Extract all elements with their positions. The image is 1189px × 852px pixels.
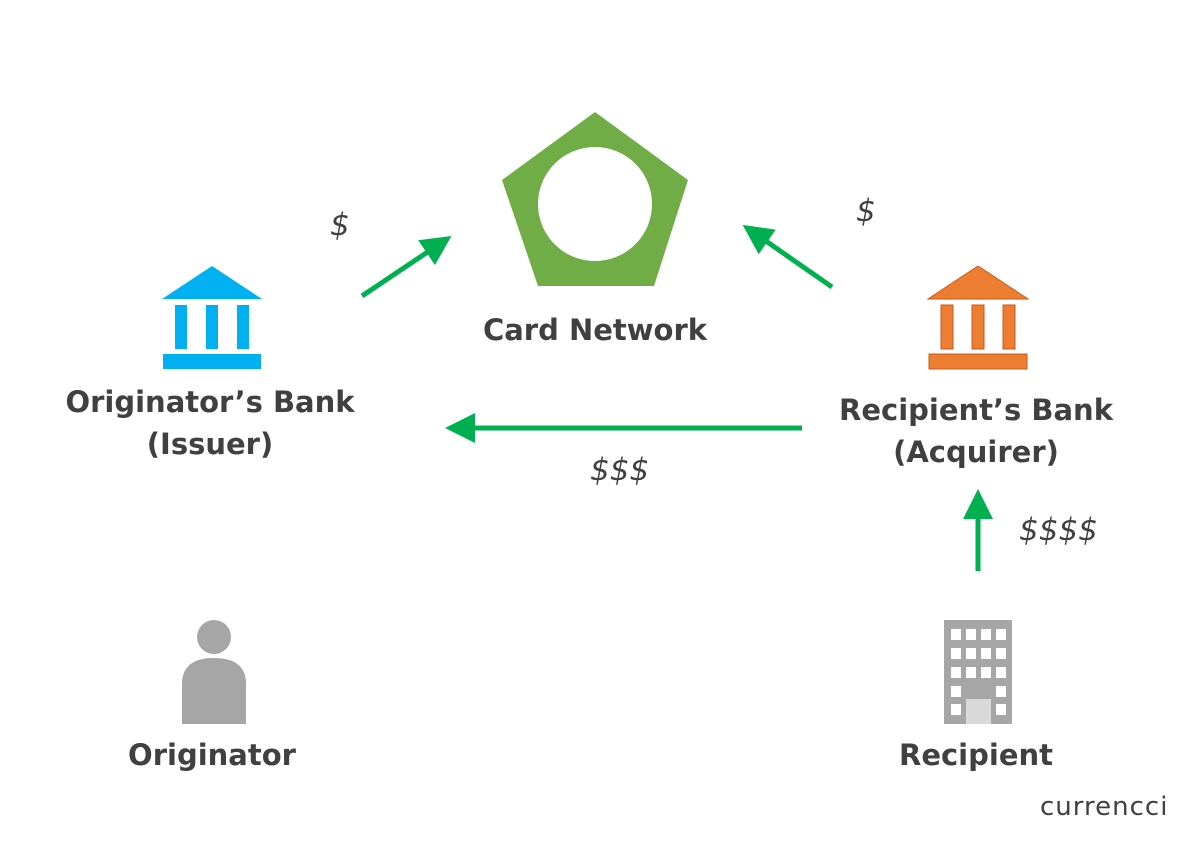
amount-recipient-bank-to-network: $ <box>856 193 876 229</box>
bank-icon <box>162 266 262 369</box>
pentagon-ring-icon <box>502 112 688 286</box>
brand-logo-text: currencci <box>1040 792 1169 822</box>
office-building-icon <box>944 620 1012 724</box>
arrow-originator-bank-to-network <box>360 235 452 299</box>
recipient-bank-label: Recipient’s Bank (Acquirer) <box>826 389 1126 473</box>
amount-recipient-bank-to-originator-bank: $$$ <box>590 452 650 488</box>
bank-icon <box>926 266 1030 370</box>
originator-label: Originator <box>128 738 296 772</box>
amount-recipient-to-recipient-bank: $$$$ <box>1019 512 1098 548</box>
recipient-bank-label-line2: (Acquirer) <box>893 435 1059 469</box>
originator-bank-label-line1: Originator’s Bank <box>65 385 355 419</box>
recipient-bank-label-line1: Recipient’s Bank <box>839 393 1113 427</box>
card-network-label: Card Network <box>482 313 708 347</box>
recipient-label: Recipient <box>898 738 1053 772</box>
originator-bank-label-line2: (Issuer) <box>146 427 274 461</box>
amount-originator-bank-to-network: $ <box>330 207 350 243</box>
originator-bank-label: Originator’s Bank (Issuer) <box>60 381 360 465</box>
person-icon <box>182 620 246 724</box>
arrow-recipient-bank-to-network <box>742 224 834 290</box>
